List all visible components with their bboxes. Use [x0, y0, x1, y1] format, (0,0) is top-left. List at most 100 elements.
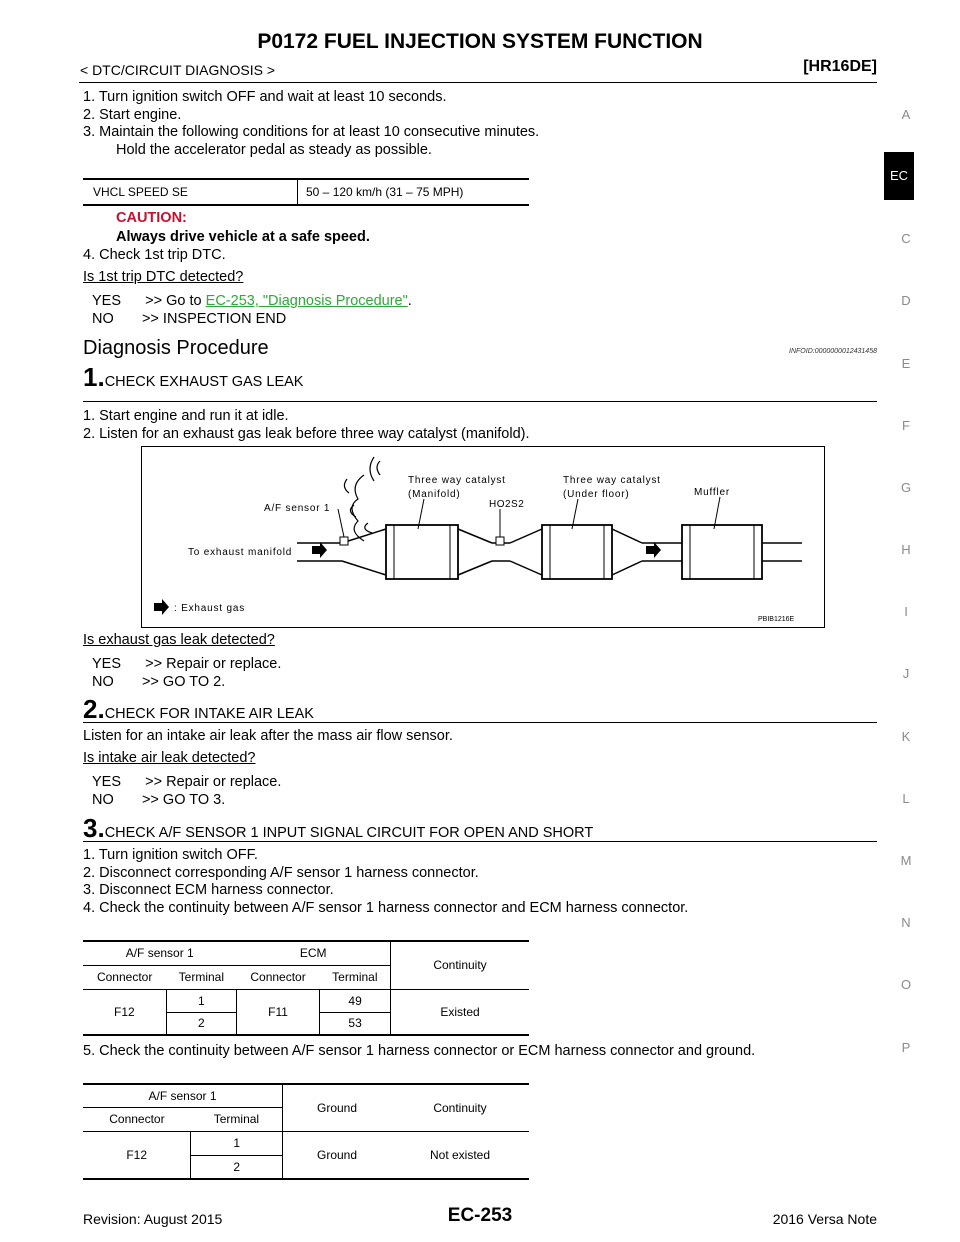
- cell-ecm-terminal: 49: [319, 989, 391, 1012]
- underfloor-catalyst-shape: [541, 524, 613, 580]
- label-to-exhaust: To exhaust manifold: [188, 547, 292, 558]
- engine-model: [HR16DE]: [803, 58, 877, 75]
- step-3-line-5: 5. Check the continuity between A/F sens…: [83, 1043, 756, 1059]
- intro-step-3: 3. Maintain the following conditions for…: [83, 124, 540, 140]
- diagnosis-procedure-link[interactable]: EC-253, "Diagnosis Procedure": [205, 293, 408, 309]
- step-2-line: Listen for an intake air leak after the …: [83, 728, 453, 744]
- index-g[interactable]: G: [900, 480, 912, 495]
- intro-step-1: 1. Turn ignition switch OFF and wait at …: [83, 89, 447, 105]
- step-2-number: 2.: [83, 694, 105, 724]
- smoke-puff: [351, 474, 365, 542]
- step-4: 4. Check 1st trip DTC.: [83, 247, 226, 263]
- th-ecm: ECM: [299, 946, 327, 961]
- cell-af-connector: F12: [114, 1004, 135, 1019]
- cell-af-terminal: 2: [165, 1011, 237, 1035]
- th-continuity-2: Continuity: [433, 1100, 487, 1115]
- step-1-line-1: 1. Start engine and run it at idle.: [83, 408, 289, 424]
- index-c[interactable]: C: [901, 231, 911, 246]
- exhaust-system-diagram: Three way catalyst (Manifold) HO2S2 Thre…: [154, 456, 802, 623]
- step-3-line-4: 4. Check the continuity between A/F sens…: [83, 900, 689, 916]
- condition-table: VHCL SPEED SE 50 – 120 km/h (31 – 75 MPH…: [83, 178, 529, 206]
- intro-step-3-note: Hold the accelerator pedal as steady as …: [116, 142, 432, 158]
- caution-text: Always drive vehicle at a safe speed.: [116, 229, 370, 245]
- table-row: F12 1 F11 49 Existed: [83, 989, 529, 1035]
- info-id: INFOID:0000000012431458: [789, 348, 877, 355]
- answer-no-1: NO >> INSPECTION END: [92, 311, 287, 327]
- revision-date: Revision: August 2015: [83, 1211, 223, 1227]
- step-1-number: 1.: [83, 362, 105, 392]
- figure-code: PBIB1216E: [758, 616, 795, 623]
- label-underfloor-2: (Under floor): [563, 489, 630, 500]
- cell-ecm-connector: F11: [235, 989, 320, 1035]
- answer-yes-1-prefix: YES >> Go to: [92, 293, 206, 309]
- th-terminal-af: Terminal: [178, 970, 225, 984]
- index-p[interactable]: P: [901, 1040, 911, 1055]
- index-n[interactable]: N: [901, 915, 911, 930]
- index-l[interactable]: L: [902, 791, 910, 806]
- page-number: EC-253: [447, 1205, 513, 1226]
- continuity-table-ground: A/F sensor 1 Ground Continuity Connector…: [83, 1083, 529, 1180]
- label-muffler: Muffler: [694, 487, 730, 498]
- th-terminal-2: Terminal: [213, 1112, 260, 1126]
- step-3-line-3: 3. Disconnect ECM harness connector.: [83, 882, 334, 898]
- page-title: P0172 FUEL INJECTION SYSTEM FUNCTION: [257, 30, 703, 53]
- exhaust-arrow-2: [646, 542, 661, 558]
- label-af-sensor: A/F sensor 1: [264, 503, 330, 514]
- step-3-title: CHECK A/F SENSOR 1 INPUT SIGNAL CIRCUIT …: [104, 825, 594, 841]
- vehicle-name: 2016 Versa Note: [772, 1211, 877, 1227]
- muffler-shape: [681, 524, 763, 580]
- th-connector-ecm: Connector: [250, 970, 306, 984]
- cell-terminal-2: 2: [190, 1154, 283, 1179]
- condition-value: 50 – 120 km/h (31 – 75 MPH): [306, 185, 464, 199]
- step-1-rule: [83, 401, 877, 402]
- step-3-heading: 3.CHECK A/F SENSOR 1 INPUT SIGNAL CIRCUI…: [83, 813, 593, 844]
- continuity-table-ecm: A/F sensor 1 ECM Continuity Connector Te…: [83, 940, 529, 1036]
- question-exhaust-leak: Is exhaust gas leak detected?: [83, 632, 275, 648]
- exhaust-system-figure: Three way catalyst (Manifold) HO2S2 Thre…: [141, 446, 825, 628]
- th-af-sensor-2: A/F sensor 1: [148, 1088, 217, 1103]
- index-h[interactable]: H: [901, 542, 911, 557]
- step-3-line-1: 1. Turn ignition switch OFF.: [83, 847, 258, 863]
- manifold-catalyst-shape: [385, 524, 459, 580]
- th-terminal-ecm: Terminal: [332, 970, 378, 984]
- index-m[interactable]: M: [900, 853, 912, 868]
- index-d[interactable]: D: [901, 293, 911, 308]
- label-ho2s2: HO2S2: [489, 499, 524, 510]
- condition-item: VHCL SPEED SE: [83, 179, 298, 205]
- answer-no-3: NO >> GO TO 3.: [92, 792, 226, 808]
- cell-continuity-result-2: Not existed: [429, 1147, 491, 1162]
- step-3-rule: [83, 841, 877, 842]
- table-row: 2: [83, 1154, 529, 1179]
- step-1-heading: 1.CHECK EXHAUST GAS LEAK: [83, 362, 303, 393]
- th-continuity: Continuity: [390, 941, 529, 989]
- ho2s2-sensor-shape: [495, 536, 505, 546]
- step-3-line-2: 2. Disconnect corresponding A/F sensor 1…: [83, 865, 479, 881]
- index-ec-active[interactable]: EC: [884, 152, 914, 200]
- section-breadcrumb: < DTC/CIRCUIT DIAGNOSIS >: [80, 62, 275, 78]
- question-intake-leak: Is intake air leak detected?: [83, 750, 256, 766]
- cell-continuity-result: Existed: [390, 989, 529, 1035]
- label-manifold-1: Three way catalyst: [408, 475, 506, 486]
- answer-yes-2: YES >> Repair or replace.: [92, 656, 282, 672]
- index-j[interactable]: J: [902, 666, 910, 681]
- answer-yes-3: YES >> Repair or replace.: [92, 774, 282, 790]
- step-2-rule: [83, 722, 877, 723]
- index-e[interactable]: E: [901, 356, 911, 371]
- diagnosis-procedure-title: Diagnosis Procedure: [83, 337, 269, 359]
- step-2-heading: 2.CHECK FOR INTAKE AIR LEAK: [83, 694, 314, 725]
- index-k[interactable]: K: [901, 729, 911, 744]
- intro-step-2: 2. Start engine.: [83, 107, 182, 123]
- index-a[interactable]: A: [901, 107, 911, 122]
- cell-terminal-2: 1: [190, 1131, 283, 1155]
- table-row: F12 1 Ground Not existed: [83, 1131, 529, 1179]
- index-i[interactable]: I: [904, 604, 908, 619]
- section-index-sidebar: A EC C D E F G H I J K L M N O P: [884, 0, 960, 1242]
- af-sensor-shape: [339, 536, 349, 546]
- exhaust-gas-legend-arrow: [154, 599, 169, 615]
- answer-no-2: NO >> GO TO 2.: [92, 674, 226, 690]
- index-f[interactable]: F: [902, 418, 910, 433]
- step-2-title: CHECK FOR INTAKE AIR LEAK: [104, 706, 314, 722]
- index-o[interactable]: O: [900, 977, 912, 992]
- label-exhaust-gas: : Exhaust gas: [174, 603, 245, 614]
- step-1-title: CHECK EXHAUST GAS LEAK: [104, 374, 304, 390]
